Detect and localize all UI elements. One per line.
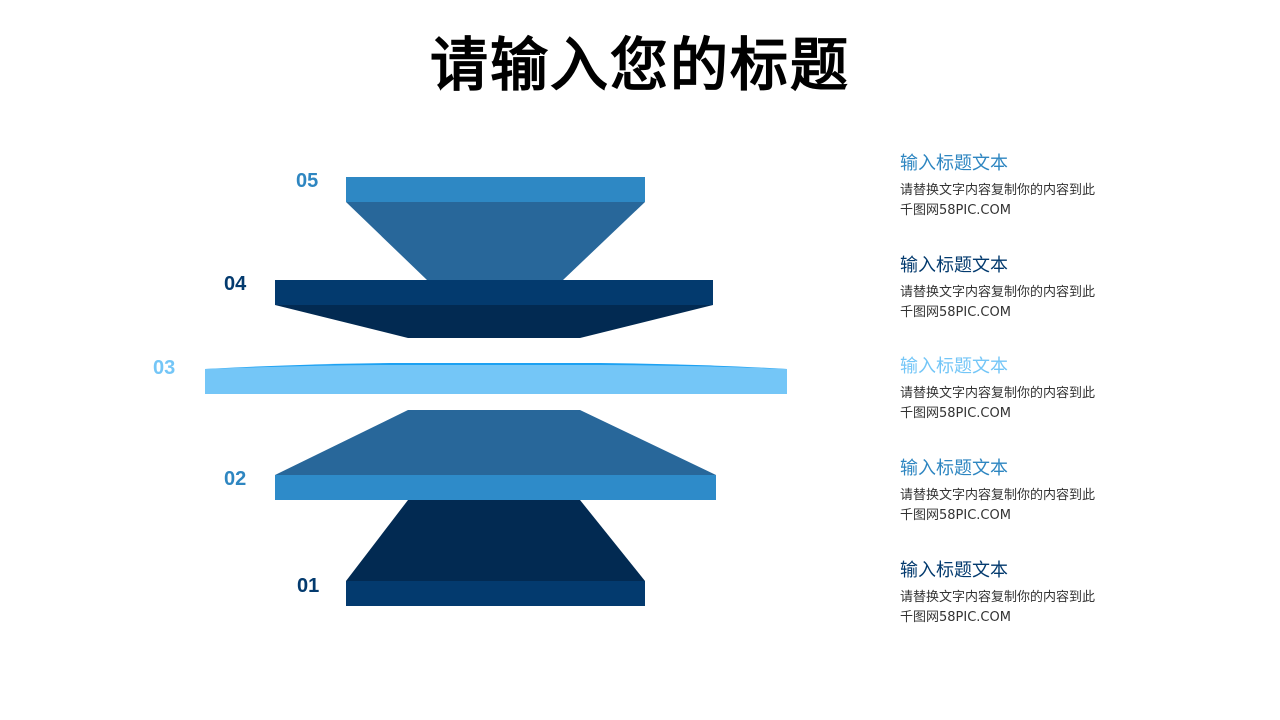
text-item-desc-line1: 请替换文字内容复制你的内容到此 [900,590,1096,605]
level-number-03: 03 [153,357,176,379]
page-title: 请输入您的标题 [429,31,850,99]
text-item-title: 输入标题文本 [900,458,1008,479]
text-item-title: 输入标题文本 [900,255,1008,276]
layer-02 [275,410,716,500]
text-item-desc-line2: 千图网58PIC.COM [900,203,1011,218]
layer-03-bar [205,365,787,394]
level-number-05: 05 [296,170,319,192]
text-item-desc-line1: 请替换文字内容复制你的内容到此 [900,488,1096,503]
text-item-5: 输入标题文本 请替换文字内容复制你的内容到此 千图网58PIC.COM [900,560,1160,628]
text-item-desc-line2: 千图网58PIC.COM [900,305,1011,320]
layer-01 [346,500,645,606]
text-item-desc-line2: 千图网58PIC.COM [900,508,1011,523]
text-item-3: 输入标题文本 请替换文字内容复制你的内容到此 千图网58PIC.COM [900,356,1160,424]
layer-03 [205,363,787,394]
text-item-title: 输入标题文本 [900,356,1008,377]
layer-04-bar [275,280,713,305]
layer-05-bar [346,177,645,202]
layer-04 [275,280,713,338]
layer-04-body [275,305,713,338]
text-item-4: 输入标题文本 请替换文字内容复制你的内容到此 千图网58PIC.COM [900,458,1160,526]
layer-01-body [346,500,645,581]
level-number-02: 02 [224,468,247,490]
text-item-desc-line2: 千图网58PIC.COM [900,610,1011,625]
text-item-title: 输入标题文本 [900,560,1008,581]
text-item-desc-line1: 请替换文字内容复制你的内容到此 [900,183,1096,198]
text-item-desc-line1: 请替换文字内容复制你的内容到此 [900,285,1096,300]
level-number-04: 04 [224,273,247,295]
level-number-01: 01 [297,575,320,597]
text-item-title: 输入标题文本 [900,153,1008,174]
text-item-2: 输入标题文本 请替换文字内容复制你的内容到此 千图网58PIC.COM [900,255,1160,323]
text-item-desc-line2: 千图网58PIC.COM [900,406,1011,421]
layer-05 [346,177,645,280]
layer-02-body [275,410,716,475]
layer-02-bar [275,475,716,500]
text-item-desc-line1: 请替换文字内容复制你的内容到此 [900,386,1096,401]
text-item-1: 输入标题文本 请替换文字内容复制你的内容到此 千图网58PIC.COM [900,153,1160,221]
layer-05-body [346,202,645,280]
layer-01-bar [346,581,645,606]
